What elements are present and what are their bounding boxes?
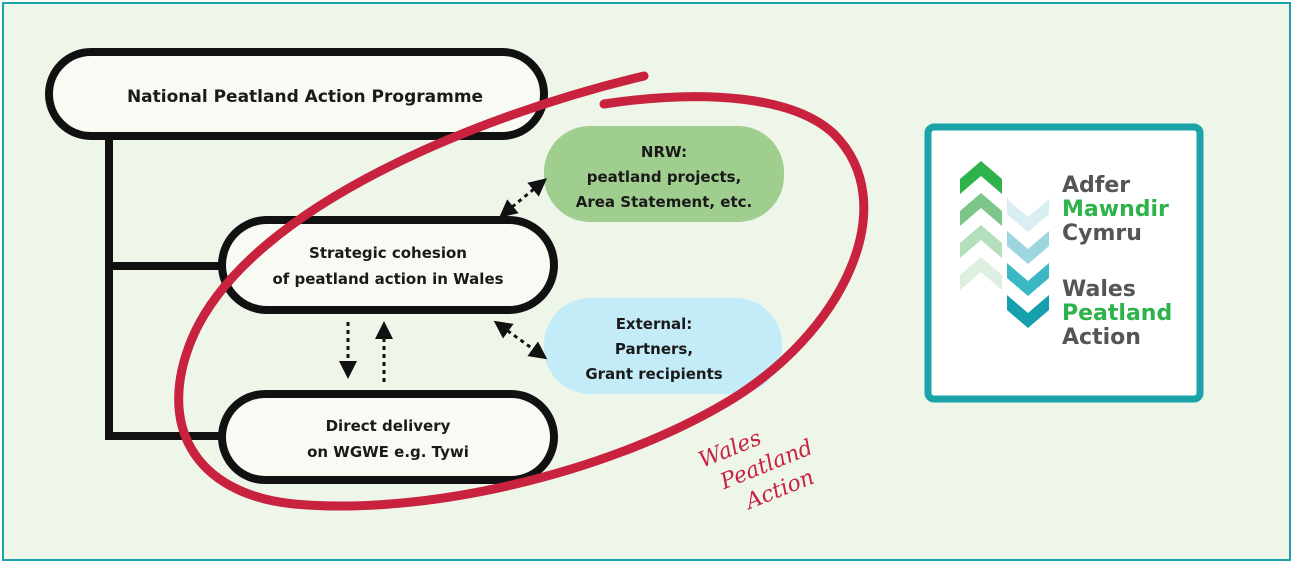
external-line1: External: xyxy=(616,315,693,333)
logo-line-action: Action xyxy=(1062,325,1141,350)
diagram-canvas: National Peatland Action Programme Strat… xyxy=(45,48,1204,516)
up-chevrons-icon xyxy=(960,161,1002,290)
strategic-cohesion-box xyxy=(218,216,558,314)
logo-line-mawndir: Mawndir xyxy=(1062,197,1169,222)
delivery-label-line2: on WGWE e.g. Tywi xyxy=(307,443,469,461)
national-programme-label: National Peatland Action Programme xyxy=(127,87,483,107)
logo-line-adfer: Adfer xyxy=(1062,173,1130,198)
direct-delivery-box xyxy=(218,390,558,484)
external-link-arrow xyxy=(493,320,548,360)
external-line2: Partners, xyxy=(615,340,693,358)
script-text-group: Wales Peatland Action xyxy=(695,426,818,516)
connector-lines xyxy=(105,122,224,440)
red-swoosh xyxy=(174,71,869,511)
strategic-label-line1: Strategic cohesion xyxy=(309,244,467,262)
nrw-link-arrow xyxy=(499,178,547,218)
external-line3: Grant recipients xyxy=(585,365,722,383)
nrw-line1: NRW: xyxy=(641,143,687,161)
external-pill xyxy=(544,298,782,394)
logo-line-cymru: Cymru xyxy=(1062,221,1142,246)
nrw-line2: peatland projects, xyxy=(587,168,742,186)
delivery-label-line1: Direct delivery xyxy=(326,417,451,435)
logo-line-wales: Wales xyxy=(1062,277,1136,302)
nrw-pill xyxy=(544,126,784,222)
logo-line-peatland: Peatland xyxy=(1062,301,1172,326)
national-programme-box xyxy=(45,48,548,140)
strategic-label-line2: of peatland action in Wales xyxy=(272,270,503,288)
dotted-arrows xyxy=(339,178,548,382)
down-chevrons-icon xyxy=(1007,199,1049,328)
logo-box xyxy=(924,123,1204,403)
nrw-line3: Area Statement, etc. xyxy=(576,193,752,211)
